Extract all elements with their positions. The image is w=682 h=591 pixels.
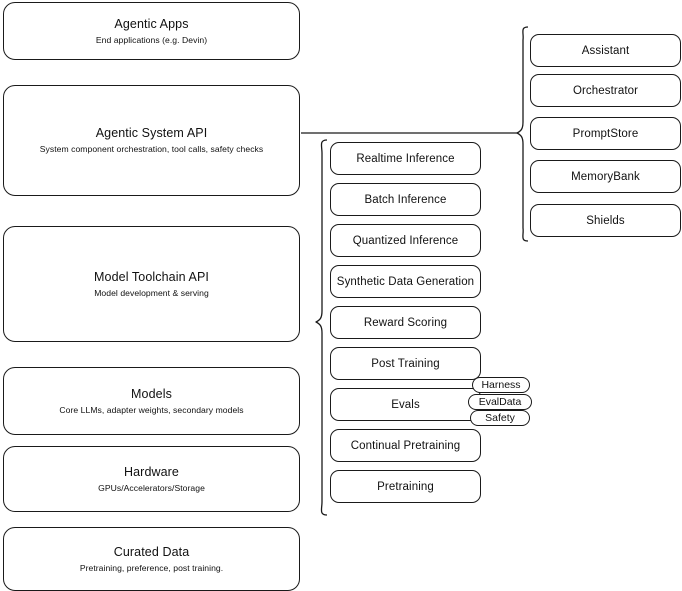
capability-label: Quantized Inference (352, 234, 459, 247)
capability-label: Realtime Inference (356, 152, 455, 165)
capability-label: Continual Pretraining (350, 439, 461, 452)
system-component-label: PromptStore (572, 127, 639, 140)
layer-title: Curated Data (113, 544, 190, 559)
capability-label: Synthetic Data Generation (336, 275, 475, 288)
system-component-orchestrator[interactable]: Orchestrator (530, 74, 681, 107)
capability-evals[interactable]: Evals (330, 388, 481, 421)
layer-subtitle: Core LLMs, adapter weights, secondary mo… (59, 404, 244, 415)
system-components-brace (516, 26, 529, 242)
layer-models[interactable]: Models Core LLMs, adapter weights, secon… (3, 367, 300, 435)
system-component-label: MemoryBank (571, 170, 640, 183)
capability-label: Post Training (371, 357, 440, 370)
capability-quantized-inference[interactable]: Quantized Inference (330, 224, 481, 257)
layer-agentic-system-api[interactable]: Agentic System API System component orch… (3, 85, 300, 196)
layer-subtitle: Pretraining, preference, post training. (79, 562, 224, 573)
capability-realtime-inference[interactable]: Realtime Inference (330, 142, 481, 175)
capability-reward-scoring[interactable]: Reward Scoring (330, 306, 481, 339)
system-component-assistant[interactable]: Assistant (530, 34, 681, 67)
capabilities-brace (315, 139, 328, 516)
eval-pill-harness[interactable]: Harness (472, 377, 530, 393)
layer-title: Hardware (124, 464, 179, 479)
system-component-label: Assistant (581, 44, 630, 57)
capability-label: Reward Scoring (363, 316, 448, 329)
layer-title: Models (131, 386, 172, 401)
layer-subtitle: End applications (e.g. Devin) (95, 34, 208, 45)
layer-title: Agentic System API (95, 126, 208, 140)
eval-pill-safety[interactable]: Safety (470, 410, 530, 426)
capability-label: Evals (391, 398, 420, 411)
layer-title: Agentic Apps (114, 16, 189, 31)
system-component-label: Shields (586, 214, 625, 227)
capability-continual-pretraining[interactable]: Continual Pretraining (330, 429, 481, 462)
system-component-memorybank[interactable]: MemoryBank (530, 160, 681, 193)
layer-model-toolchain-api[interactable]: Model Toolchain API Model development & … (3, 226, 300, 342)
system-component-label: Orchestrator (572, 84, 639, 97)
system-component-promptstore[interactable]: PromptStore (530, 117, 681, 150)
layer-agentic-apps[interactable]: Agentic Apps End applications (e.g. Devi… (3, 2, 300, 60)
layer-subtitle: GPUs/Accelerators/Storage (98, 482, 205, 493)
layer-subtitle: Model development & serving (94, 287, 209, 298)
capability-synthetic-data-generation[interactable]: Synthetic Data Generation (330, 265, 481, 298)
capability-batch-inference[interactable]: Batch Inference (330, 183, 481, 216)
layer-hardware[interactable]: Hardware GPUs/Accelerators/Storage (3, 446, 300, 512)
system-component-shields[interactable]: Shields (530, 204, 681, 237)
capability-pretraining[interactable]: Pretraining (330, 470, 481, 503)
layer-title: Model Toolchain API (94, 269, 209, 284)
capability-label: Batch Inference (364, 193, 447, 206)
capability-post-training[interactable]: Post Training (330, 347, 481, 380)
capability-label: Pretraining (377, 480, 434, 493)
eval-pill-evaldata[interactable]: EvalData (468, 394, 532, 410)
layer-subtitle: System component orchestration, tool cal… (39, 144, 264, 154)
layer-curated-data[interactable]: Curated Data Pretraining, preference, po… (3, 527, 300, 591)
